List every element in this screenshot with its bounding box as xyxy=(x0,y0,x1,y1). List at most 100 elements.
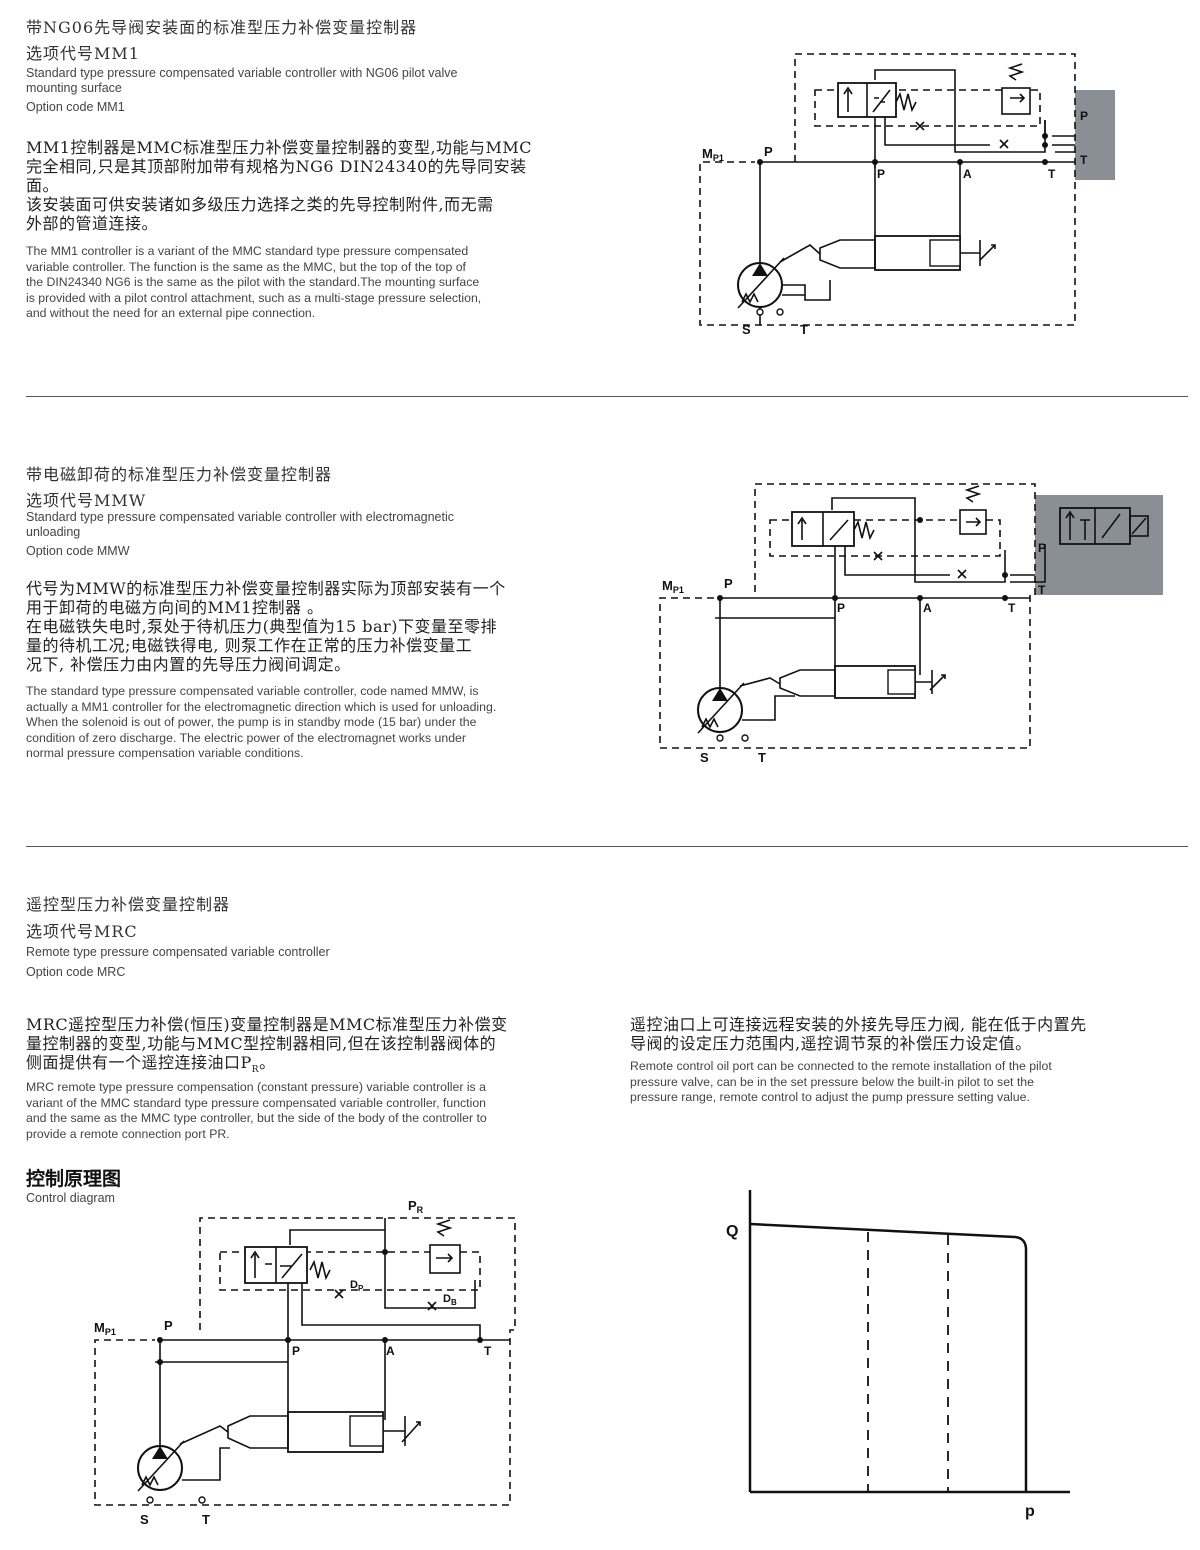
section3-cn-body-line: 遥控油口上可连接远程安装的外接先导压力阀, 能在低于内置先 xyxy=(630,1015,1087,1034)
spring-icon xyxy=(895,91,917,113)
section1-en-body-line: The MM1 controller is a variant of the M… xyxy=(26,244,469,258)
section-divider xyxy=(26,846,1188,847)
port-p-top-label: P xyxy=(164,1318,173,1333)
section1-cn-body-line: 该安装面可供安装诸如多级压力选择之类的先导控制附件,而无需 xyxy=(26,195,494,214)
section1-cn-code: 选项代号MM1 xyxy=(26,44,140,63)
section2-cn-body-line: 用于卸荷的电磁方向间的MM1控制器 。 xyxy=(26,598,324,617)
section3-en-body-left: MRC remote type pressure compensation (c… xyxy=(26,1080,626,1142)
section3-en-body-line: Remote control oil port can be connected… xyxy=(630,1059,1052,1073)
section3-hydraulic-diagram: PR MP1 P P A T DP DB S T xyxy=(94,1198,516,1527)
section3-en-body-line: variant of the MMC standard type pressur… xyxy=(26,1095,487,1110)
outer-housing xyxy=(699,53,1076,326)
section1-en-body-line: variable controller. The function is the… xyxy=(26,259,466,274)
port-p-top-label: P xyxy=(724,576,733,591)
port-t-bottom-label: T xyxy=(758,750,766,765)
port-t-inner-label: T xyxy=(1008,601,1016,615)
port-a-label: A xyxy=(923,601,932,615)
section3-en-body-line: pressure valve, can be in the set pressu… xyxy=(630,1074,1034,1089)
section2-en-body-line: condition of zero discharge. The electri… xyxy=(26,730,466,745)
port-a-label: A xyxy=(963,167,972,181)
port-mp1-label: MP1 xyxy=(662,578,684,595)
q-p-characteristic-chart: Q p xyxy=(726,1190,1070,1520)
section2-en-body-line: normal pressure compensation variable co… xyxy=(26,746,304,760)
port-mp1-label: MP1 xyxy=(702,146,724,163)
section3-en-body-line: provide a remote connection port PR. xyxy=(26,1126,230,1141)
section2-cn-body-line: 代号为MMW的标准型压力补偿变量控制器实际为顶部安装有一个 xyxy=(26,579,506,598)
section2-en-body-line: When the solenoid is out of power, the p… xyxy=(26,715,477,729)
relief-spring-icon xyxy=(1007,63,1025,81)
pilot-frame xyxy=(769,519,1001,557)
orifice-db-label: DB xyxy=(443,1293,457,1307)
section2-en-body-line: actually a MM1 controller for the electr… xyxy=(26,699,497,714)
control-diagram-subheading: Control diagram xyxy=(26,1191,115,1205)
section1-en-body-line: and without the need for an external pip… xyxy=(26,306,316,320)
section3-cn-code: 选项代号MRC xyxy=(26,922,138,941)
port-s-label: S xyxy=(700,750,709,765)
block-t-label: T xyxy=(1080,153,1088,167)
pilot-relief-valve xyxy=(429,1244,461,1274)
pilot-relief-valve xyxy=(1001,87,1031,115)
section1-en-body-line: is provided with a pilot control attachm… xyxy=(26,290,482,305)
control-diagram-heading: 控制原理图 xyxy=(26,1168,122,1190)
solenoid-coil-icon xyxy=(1129,515,1149,537)
spring-icon xyxy=(853,519,875,541)
section3-en-body-right: Remote control oil port can be connected… xyxy=(630,1059,1190,1106)
section1-en-title-2: mounting surface xyxy=(26,81,122,95)
section1-hydraulic-diagram: MP1 P P A T P T S T xyxy=(699,53,1115,337)
section2-en-title-1: Standard type pressure compensated varia… xyxy=(26,510,455,524)
section2-cn-body-line: 况下, 补偿压力由内置的先导压力阀间调定。 xyxy=(26,655,351,674)
port-t-bottom-label: T xyxy=(800,322,808,337)
y-axis-label: Q xyxy=(726,1223,738,1240)
section3-cn-body-right: 遥控油口上可连接远程安装的外接先导压力阀, 能在低于内置先 导阀的设定压力范围内… xyxy=(630,1015,1190,1053)
section3-cn-body-line: 量控制器的变型,功能与MMC型控制器相同,但在该控制器阀体的 xyxy=(26,1034,497,1053)
section2-cn-code: 选项代号MMW xyxy=(26,491,147,510)
section2-hydraulic-diagram: MP1 P P A T P T S T xyxy=(659,483,1163,765)
flow-curve xyxy=(749,1222,1028,1492)
port-t-bottom-label: T xyxy=(202,1512,210,1527)
outer-housing xyxy=(94,1217,516,1506)
block-p-label: P xyxy=(1080,109,1088,123)
pilot-frame xyxy=(814,89,1041,127)
section1-en-code: Option code MM1 xyxy=(26,100,125,114)
port-p-inner-label: P xyxy=(877,167,885,181)
section2-en-body: The standard type pressure compensated v… xyxy=(26,684,626,762)
section3-cn-body-line: 导阀的设定压力范围内,遥控调节泵的补偿压力设定值。 xyxy=(630,1034,1032,1053)
section1-cn-body-line: 面。 xyxy=(26,176,60,195)
section1-cn-body-line: 完全相同,只是其顶部附加带有规格为NG6 DIN24340的先导同安装 xyxy=(26,157,527,176)
port-t-inner-label: T xyxy=(484,1344,492,1358)
pilot-frame xyxy=(219,1251,481,1291)
orifice-dp-label: DP xyxy=(350,1279,364,1293)
section3-cn-body-line: 侧面提供有一个遥控连接油口PR。 xyxy=(26,1053,276,1076)
x-axis-label: p xyxy=(1025,1503,1035,1520)
pilot-block-shade xyxy=(1075,90,1115,180)
section1-cn-body: MM1控制器是MMC标准型压力补偿变量控制器的变型,功能与MMC 完全相同,只是… xyxy=(26,138,626,233)
section1-cn-body-line: 外部的管道连接。 xyxy=(26,214,159,233)
section2-cn-body: 代号为MMW的标准型压力补偿变量控制器实际为顶部安装有一个 用于卸荷的电磁方向间… xyxy=(26,579,626,674)
section1-cn-title: 带NG06先导阀安装面的标准型压力补偿变量控制器 xyxy=(26,18,418,37)
section3-en-body-line: MRC remote type pressure compensation (c… xyxy=(26,1080,486,1094)
section3-cn-body-left: MRC遥控型压力补偿(恒压)变量控制器是MMC标准型压力补偿变 量控制器的变型,… xyxy=(26,1015,626,1080)
port-p-inner-label: P xyxy=(292,1344,300,1358)
port-p-top-label: P xyxy=(764,144,773,159)
section3-en-body-line: pressure range, remote control to adjust… xyxy=(630,1090,1030,1104)
port-pr-label: PR xyxy=(408,1198,424,1215)
outer-housing xyxy=(659,483,1036,749)
block-p-label: P xyxy=(1038,541,1046,555)
port-mp1-label: MP1 xyxy=(94,1320,116,1337)
section2-cn-title: 带电磁卸荷的标准型压力补偿变量控制器 xyxy=(26,465,333,484)
section1-en-title-1: Standard type pressure compensated varia… xyxy=(26,66,458,80)
section2-en-body-line: The standard type pressure compensated v… xyxy=(26,684,479,698)
section3-en-body-line: and the same as the MMC type controller,… xyxy=(26,1111,487,1125)
section3-en-title: Remote type pressure compensated variabl… xyxy=(26,945,330,959)
section2-en-title-2: unloading xyxy=(26,525,81,539)
port-s-label: S xyxy=(140,1512,149,1527)
port-a-label: A xyxy=(386,1344,395,1358)
spring-icon xyxy=(309,1259,331,1281)
port-p-inner-label: P xyxy=(837,601,845,615)
section2-cn-body-line: 在电磁铁失电时,泵处于待机压力(典型值为15 bar)下变量至零排 xyxy=(26,617,497,636)
port-t-inner-label: T xyxy=(1048,167,1056,181)
section2-cn-body-line: 量的待机工况;电磁铁得电, 则泵工作在正常的压力补偿变量工 xyxy=(26,636,473,655)
section3-cn-body-line: MRC遥控型压力补偿(恒压)变量控制器是MMC标准型压力补偿变 xyxy=(26,1015,508,1034)
section1-en-body-line: the DIN24340 NG6 is the same as the pilo… xyxy=(26,275,480,289)
section3-cn-title: 遥控型压力补偿变量控制器 xyxy=(26,895,231,914)
